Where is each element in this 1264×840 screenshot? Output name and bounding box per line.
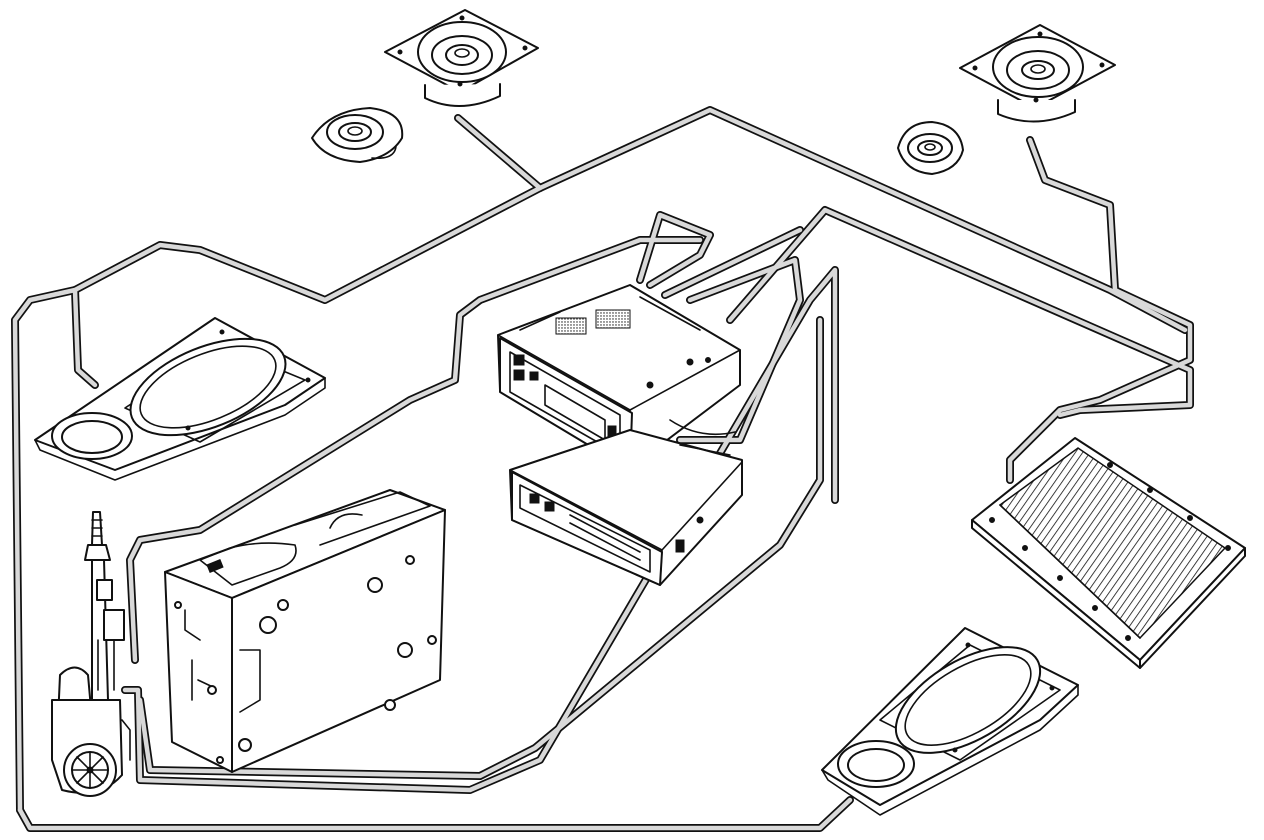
right-rear-deck-speaker xyxy=(821,627,1079,816)
power-amplifier xyxy=(971,437,1246,669)
left-rear-deck-speaker xyxy=(34,317,326,481)
rear-right-tweeter xyxy=(897,121,964,175)
cd-changer xyxy=(164,489,446,773)
front-left-tweeter xyxy=(311,107,404,163)
cd-player-unit xyxy=(509,429,743,586)
wiring-harness xyxy=(11,106,1194,832)
power-antenna xyxy=(51,511,131,797)
rear-right-speaker xyxy=(959,24,1116,123)
front-left-speaker xyxy=(384,9,539,107)
